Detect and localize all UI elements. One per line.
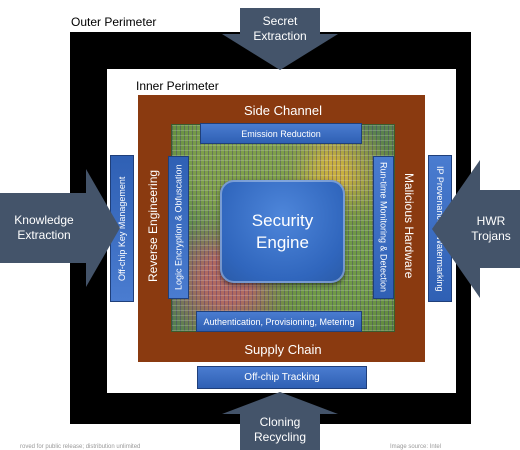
chip-die-image xyxy=(171,124,395,332)
threat-left-line-1: Knowledge xyxy=(14,213,74,227)
emission-reduction-bar: Emission Reduction xyxy=(200,123,362,144)
authentication-bar: Authentication, Provisioning, Metering xyxy=(196,311,362,332)
supply-chain-label: Supply Chain xyxy=(244,341,322,357)
footer-release-note: roved for public release; distribution u… xyxy=(20,444,141,450)
reverse-engineering-label: Reverse Engineering xyxy=(146,169,160,283)
inner-perimeter-title: Inner Perimeter xyxy=(136,79,219,93)
arrow-down-icon xyxy=(222,8,338,70)
security-engine-box: Security Engine xyxy=(220,180,345,283)
logic-encryption-bar: Logic Encryption & Obfuscation xyxy=(168,156,189,299)
offchip-tracking-bar: Off-chip Tracking xyxy=(197,366,367,389)
side-channel-label: Side Channel xyxy=(243,102,323,118)
security-engine-line-1: Security xyxy=(251,210,314,230)
arrow-left-hwr-trojans: HWR Trojans xyxy=(432,160,520,298)
outer-perimeter-title: Outer Perimeter xyxy=(71,15,157,29)
arrow-right-knowledge-extraction: Knowledge Extraction xyxy=(0,169,120,287)
threat-bottom-line-1: Cloning xyxy=(259,415,301,429)
threat-right-line-2: Trojans xyxy=(471,229,511,243)
malicious-hardware-label: Malicious Hardware xyxy=(402,173,416,279)
footer-image-source: Image source: Intel xyxy=(390,444,442,450)
arrow-left-icon xyxy=(432,160,520,298)
security-engine-line-2: Engine xyxy=(256,232,309,252)
runtime-monitoring-bar: Run-time Monitoring & Detection xyxy=(373,156,394,299)
threat-top-line-1: Secret xyxy=(262,14,298,28)
threat-bottom-line-2: Recycling xyxy=(253,430,307,444)
threat-left-line-2: Extraction xyxy=(17,228,71,242)
arrow-down-secret-extraction: Secret Extraction xyxy=(222,8,338,70)
threat-right-line-1: HWR xyxy=(476,214,506,228)
threat-top-line-2: Extraction xyxy=(253,29,307,43)
arrow-up-cloning-recycling: Cloning Recycling xyxy=(222,392,338,450)
arrow-right-icon xyxy=(0,169,120,287)
arrow-up-icon xyxy=(222,392,338,450)
